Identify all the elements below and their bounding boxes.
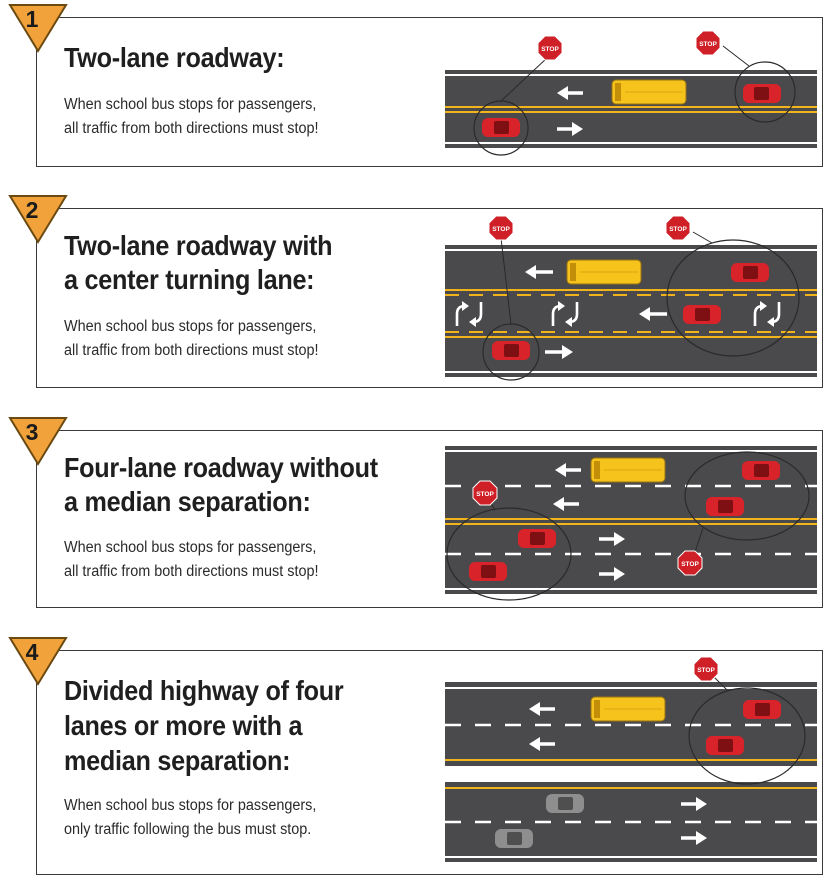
gray-car-icon bbox=[546, 794, 584, 813]
step-badge-2: 2 bbox=[8, 194, 68, 250]
badge-triangle-icon bbox=[8, 195, 68, 244]
stop-sign-icon: STOP bbox=[677, 550, 703, 576]
title-line: median separation: bbox=[64, 745, 291, 776]
red-car-icon bbox=[518, 529, 556, 548]
panel-4-description: When school bus stops for passengers, on… bbox=[64, 794, 417, 842]
scene-2: STOP STOP bbox=[445, 215, 817, 381]
panel-3-title: Four-lane roadway without a median separ… bbox=[64, 451, 378, 519]
svg-text:STOP: STOP bbox=[699, 41, 717, 48]
panel-2-title: Two-lane roadway with a center turning l… bbox=[64, 229, 333, 297]
scene-4: STOP bbox=[445, 656, 817, 862]
desc-line: all traffic from both directions must st… bbox=[64, 342, 319, 359]
stop-sign-icon: STOP bbox=[665, 215, 691, 241]
step-badge-3: 3 bbox=[8, 416, 68, 472]
arrow-right-icon bbox=[599, 567, 625, 581]
desc-line: When school bus stops for passengers, bbox=[64, 797, 317, 814]
red-car-icon bbox=[731, 263, 769, 282]
panel-2-description: When school bus stops for passengers, al… bbox=[64, 315, 417, 363]
panel-4-title: Divided highway of four lanes or more wi… bbox=[64, 673, 344, 778]
badge-number: 3 bbox=[25, 419, 39, 445]
arrow-left-icon bbox=[529, 737, 555, 751]
panel-1-description: When school bus stops for passengers, al… bbox=[64, 93, 417, 141]
svg-text:STOP: STOP bbox=[669, 226, 687, 233]
arrow-left-icon bbox=[555, 463, 581, 477]
svg-text:STOP: STOP bbox=[492, 226, 510, 233]
arrow-right-icon bbox=[557, 122, 583, 136]
red-car-icon bbox=[469, 562, 507, 581]
title-line: a median separation: bbox=[64, 486, 311, 517]
desc-line: When school bus stops for passengers, bbox=[64, 96, 317, 113]
svg-text:STOP: STOP bbox=[476, 491, 494, 498]
desc-line: When school bus stops for passengers, bbox=[64, 539, 317, 556]
panel-1-title: Two-lane roadway: bbox=[64, 41, 285, 75]
desc-line: all traffic from both directions must st… bbox=[64, 120, 319, 137]
title-line: Four-lane roadway without bbox=[64, 452, 378, 483]
stop-sign-icon: STOP bbox=[537, 35, 563, 61]
school-bus-icon bbox=[611, 79, 687, 105]
arrow-left-icon bbox=[557, 86, 583, 100]
red-car-icon bbox=[683, 305, 721, 324]
badge-triangle-icon bbox=[8, 637, 68, 686]
red-car-icon bbox=[742, 461, 780, 480]
svg-text:STOP: STOP bbox=[697, 667, 715, 674]
turn-arrows-icon bbox=[455, 301, 483, 327]
arrow-left-icon bbox=[525, 265, 553, 279]
school-bus-icon bbox=[590, 457, 666, 483]
stop-sign-icon: STOP bbox=[488, 215, 514, 241]
red-car-icon bbox=[492, 341, 530, 360]
gray-car-icon bbox=[495, 829, 533, 848]
red-car-icon bbox=[743, 84, 781, 103]
arrow-right-icon bbox=[599, 532, 625, 546]
title-line: a center turning lane: bbox=[64, 264, 315, 295]
school-bus-icon bbox=[590, 696, 666, 722]
badge-number: 2 bbox=[25, 197, 39, 223]
stop-sign-icon: STOP bbox=[695, 30, 721, 56]
step-badge-1: 1 bbox=[8, 3, 68, 59]
step-badge-4: 4 bbox=[8, 636, 68, 692]
stop-sign-icon: STOP bbox=[472, 480, 498, 506]
stop-sign-icon: STOP bbox=[693, 656, 719, 682]
badge-number: 4 bbox=[25, 639, 39, 665]
scene-3: STOP STOP bbox=[445, 446, 817, 601]
arrow-left-icon bbox=[553, 497, 579, 511]
title-line: Two-lane roadway with bbox=[64, 230, 333, 261]
svg-text:STOP: STOP bbox=[681, 561, 699, 568]
title-line: Two-lane roadway: bbox=[64, 42, 285, 73]
red-car-icon bbox=[706, 736, 744, 755]
red-car-icon bbox=[482, 118, 520, 137]
red-car-icon bbox=[743, 700, 781, 719]
title-line: Divided highway of four bbox=[64, 675, 344, 706]
arrow-left-icon bbox=[639, 307, 667, 321]
arrow-right-icon bbox=[681, 797, 707, 811]
desc-line: only traffic following the bus must stop… bbox=[64, 821, 312, 838]
badge-triangle-icon bbox=[8, 417, 68, 466]
svg-text:STOP: STOP bbox=[541, 46, 559, 53]
turn-arrows-icon bbox=[551, 301, 579, 327]
red-car-icon bbox=[706, 497, 744, 516]
badge-triangle-icon bbox=[8, 4, 68, 53]
badge-number: 1 bbox=[25, 6, 39, 32]
arrow-left-icon bbox=[529, 702, 555, 716]
turn-arrows-icon bbox=[753, 301, 781, 327]
desc-line: all traffic from both directions must st… bbox=[64, 563, 319, 580]
arrow-right-icon bbox=[545, 345, 573, 359]
desc-line: When school bus stops for passengers, bbox=[64, 318, 317, 335]
title-line: lanes or more with a bbox=[64, 710, 303, 741]
arrow-right-icon bbox=[681, 831, 707, 845]
panel-3-description: When school bus stops for passengers, al… bbox=[64, 536, 417, 584]
school-bus-icon bbox=[566, 259, 642, 285]
scene-1: STOP STOP bbox=[445, 30, 817, 156]
